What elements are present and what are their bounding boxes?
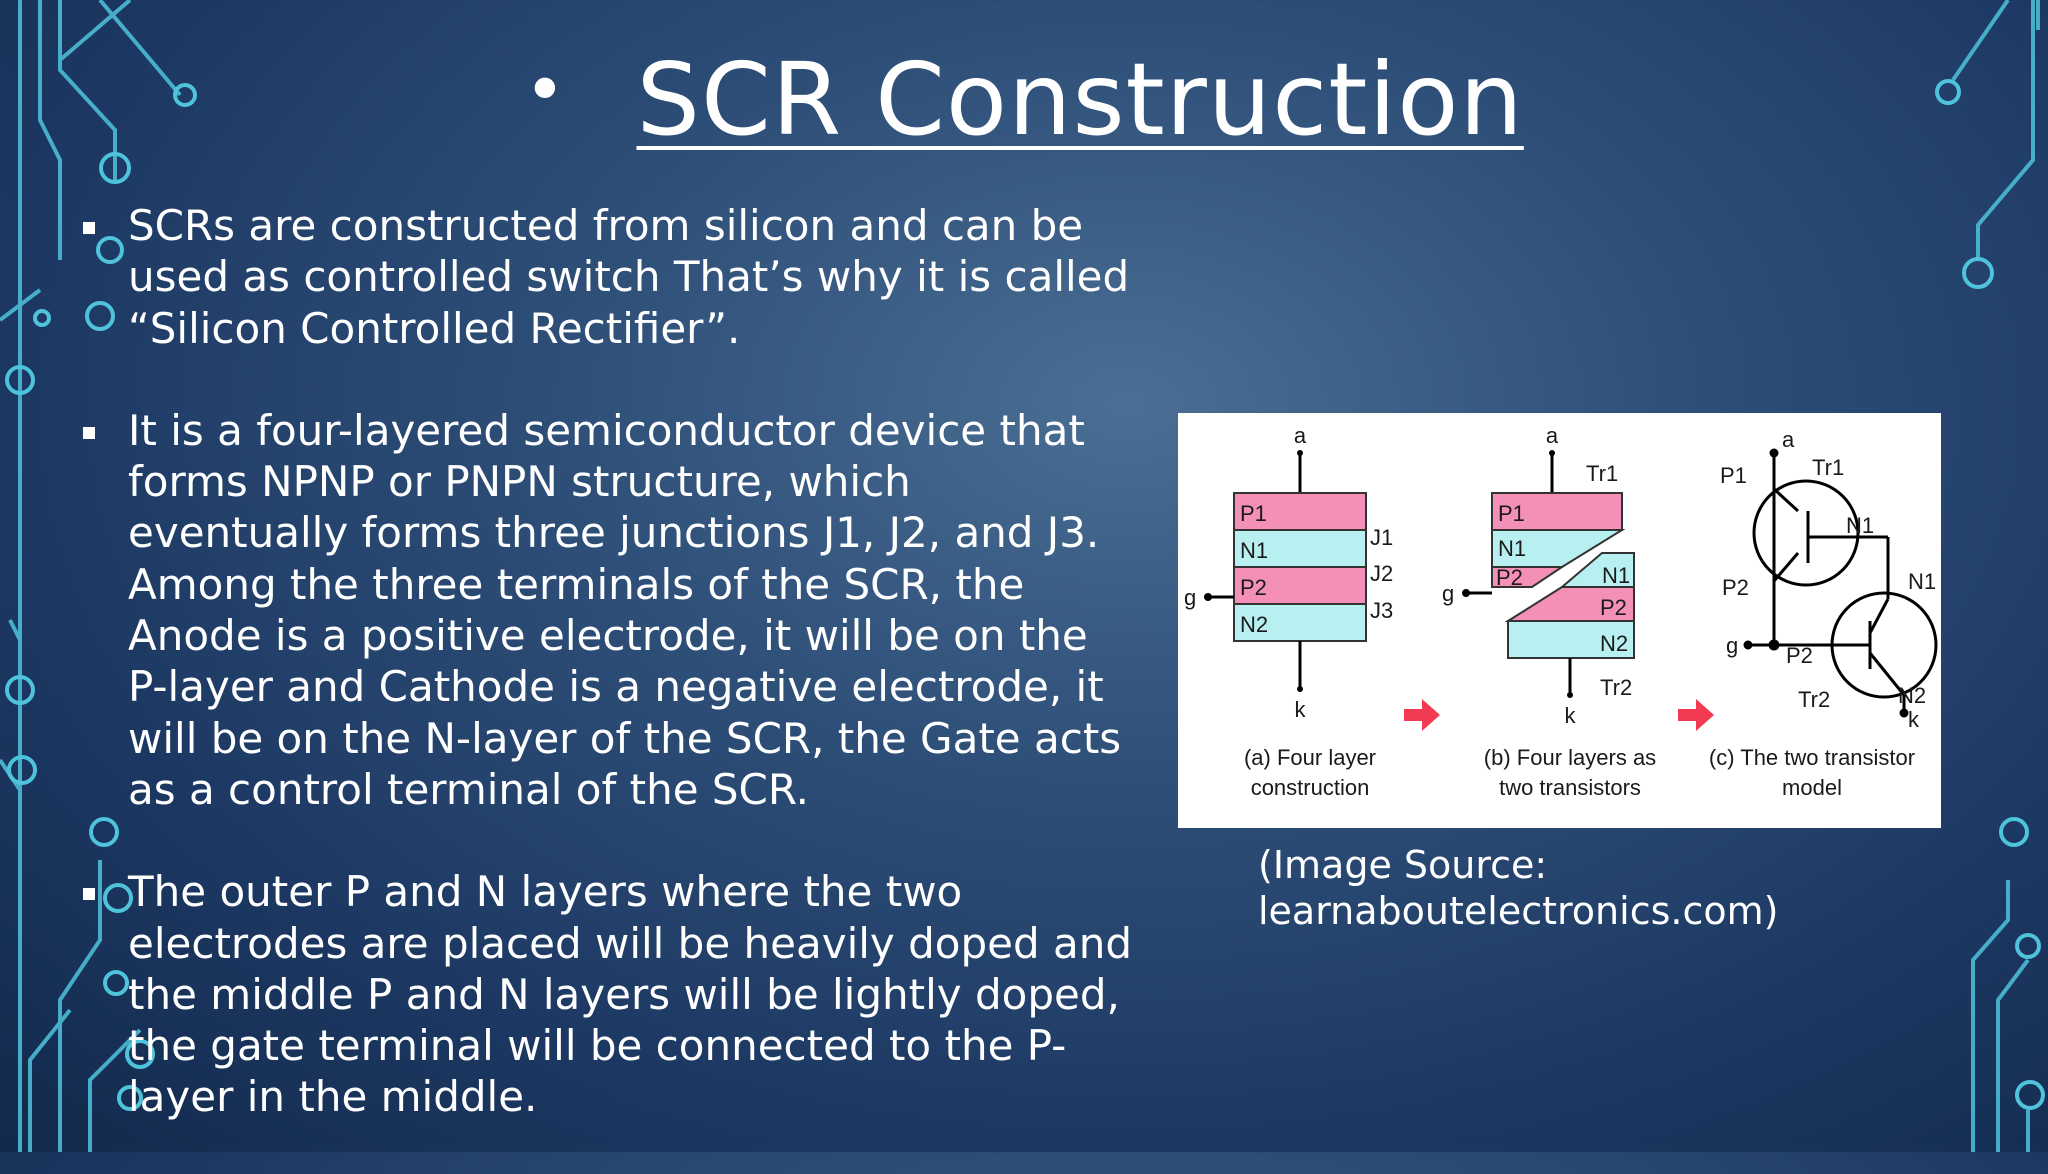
caption-b-line1: (b) Four layers as — [1484, 745, 1656, 770]
layer-p1-b — [1491, 492, 1623, 531]
arrow-right-icon — [1404, 699, 1440, 731]
label-anode-b: a — [1546, 423, 1559, 448]
label-n1-c: N1 — [1908, 569, 1936, 594]
layer-p1-a — [1233, 492, 1367, 531]
title-bullet: • — [524, 49, 567, 131]
bullet-list: SCRs are constructed from silicon and ca… — [80, 200, 1140, 1174]
label-n2-a: N2 — [1240, 612, 1268, 637]
caption-c-line1: (c) The two transistor — [1709, 745, 1915, 770]
image-source-line2: learnaboutelectronics.com) — [1258, 889, 1779, 933]
label-p2-b-upper: P2 — [1496, 565, 1523, 590]
label-n1-c-upper: N1 — [1846, 513, 1874, 538]
label-anode-a: a — [1294, 423, 1307, 448]
label-p1-a: P1 — [1240, 501, 1267, 526]
label-n1-b: N1 — [1498, 536, 1526, 561]
label-p1-c: P1 — [1720, 463, 1747, 488]
label-tr2-c: Tr2 — [1798, 687, 1830, 712]
label-n1-b-lower: N1 — [1602, 563, 1630, 588]
image-source-line1: (Image Source: — [1258, 843, 1548, 887]
label-n2-c: N2 — [1898, 683, 1926, 708]
slide-title: • SCR Construction — [0, 30, 2048, 160]
label-cathode-c: k — [1908, 707, 1920, 732]
label-tr2-b: Tr2 — [1600, 675, 1632, 700]
label-tr1-c: Tr1 — [1812, 455, 1844, 480]
caption-a-line2: construction — [1251, 775, 1370, 800]
label-cathode-a: k — [1295, 697, 1307, 722]
scr-diagram: a P1 N1 P2 N2 J1 J2 J3 g k (a) Four laye… — [1184, 423, 1938, 800]
label-anode-c: a — [1782, 427, 1795, 452]
caption-b-line2: two transistors — [1499, 775, 1641, 800]
layer-n2-b — [1507, 620, 1635, 659]
label-j3-a: J3 — [1370, 598, 1393, 623]
diagram-b: a Tr1 P1 N1 P2 N1 P2 N2 g k Tr2 (b) Four… — [1442, 423, 1656, 800]
label-p1-b: P1 — [1498, 501, 1525, 526]
arrow-right-icon-2 — [1678, 699, 1714, 731]
diagram-c — [1743, 448, 1938, 718]
diagram-c-labels: a P1 Tr1 N1 N1 P2 g P2 Tr2 N2 k (c) The … — [1709, 427, 1936, 800]
label-gate-b: g — [1442, 581, 1454, 606]
label-n2-b: N2 — [1600, 631, 1628, 656]
label-p2-c: P2 — [1786, 643, 1813, 668]
label-tr1-b: Tr1 — [1586, 461, 1618, 486]
scr-diagram-figure: a P1 N1 P2 N2 J1 J2 J3 g k (a) Four laye… — [1178, 413, 1941, 828]
label-p2-a: P2 — [1240, 575, 1267, 600]
diagram-a: a P1 N1 P2 N2 J1 J2 J3 g k (a) Four laye… — [1184, 423, 1393, 800]
label-cathode-b: k — [1565, 703, 1577, 728]
label-gate-c: g — [1726, 633, 1738, 658]
bullet-item-3: The outer P and N layers where the two e… — [80, 866, 1140, 1122]
label-p2-b: P2 — [1600, 595, 1627, 620]
label-gate-a: g — [1184, 585, 1196, 610]
circuit-decoration-right — [1935, 0, 2045, 1152]
layer-p2-b-upper — [1491, 566, 1566, 588]
label-j2-a: J2 — [1370, 561, 1393, 586]
caption-a-line1: (a) Four layer — [1244, 745, 1376, 770]
bullet-item-1: SCRs are constructed from silicon and ca… — [80, 200, 1140, 354]
image-source-caption: (Image Source: learnaboutelectronics.com… — [1258, 842, 1778, 934]
layer-p2-a — [1233, 566, 1367, 605]
layer-n2-a — [1233, 603, 1367, 642]
circuit-decoration-left — [0, 0, 197, 1152]
label-n1-a: N1 — [1240, 538, 1268, 563]
label-j1-a: J1 — [1370, 525, 1393, 550]
caption-c-line2: model — [1782, 775, 1842, 800]
bullet-item-2: It is a four-layered semiconductor devic… — [80, 405, 1140, 815]
title-text: SCR Construction — [636, 41, 1524, 158]
label-p2-c-upper: P2 — [1722, 575, 1749, 600]
